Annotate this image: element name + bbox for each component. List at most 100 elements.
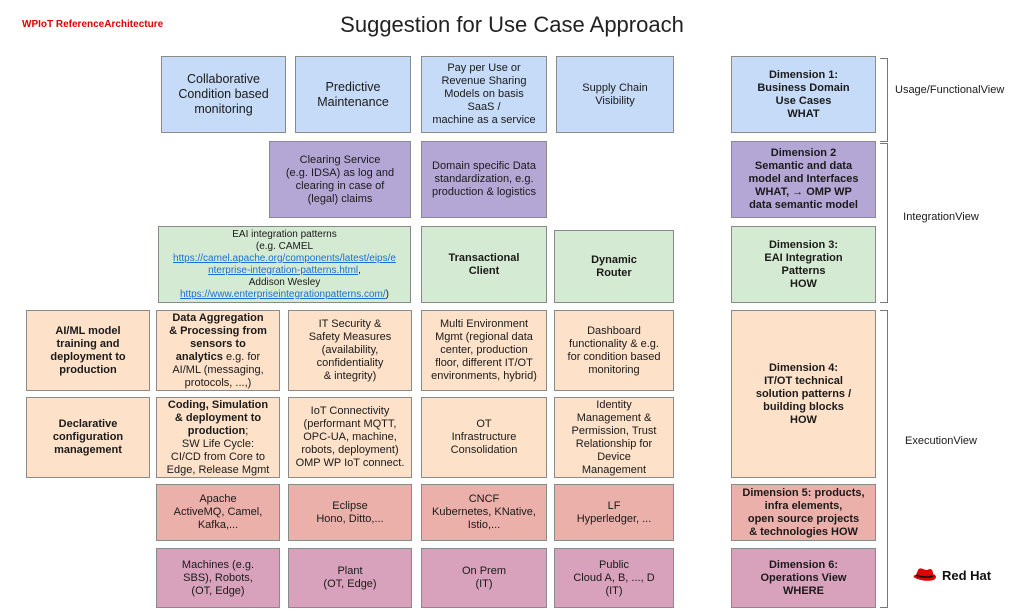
red-hat-icon <box>913 568 937 581</box>
text-line: Condition based <box>178 87 269 101</box>
machines-box: Machines (e.g.SBS), Robots,(OT, Edge) <box>156 548 280 608</box>
text-line: OPC-UA, machine, <box>303 431 397 443</box>
text-line: Infrastructure <box>451 431 517 443</box>
integration-view-label: IntegrationView <box>895 211 987 224</box>
text-line: & integrity) <box>323 370 377 382</box>
text-line: Router <box>596 266 632 279</box>
text-line: Integration <box>903 211 956 223</box>
text-line: AI/ML model <box>55 324 121 337</box>
text-line: Declarative <box>58 418 118 430</box>
text-line: Mgmt (regional data <box>435 331 533 343</box>
text-line: Predictive <box>325 79 381 94</box>
text-line: Client <box>468 264 500 277</box>
aggregation-rest-1: AI/ML (messaging, <box>172 363 264 376</box>
eai-author: Addison Wesley <box>248 276 321 288</box>
camel-link[interactable]: https://camel.apache.org/components/late… <box>173 252 396 264</box>
plant-box: Plant(OT, Edge) <box>288 548 412 608</box>
text-line: IT Security & <box>318 318 382 330</box>
text-line: & deployment to <box>174 411 262 424</box>
text-line: Patterns <box>781 264 826 277</box>
text-line: Consolidation <box>450 444 518 456</box>
text-line: production & logistics <box>432 186 536 198</box>
text-line: Dimension 4: <box>768 361 839 374</box>
text-line: SBS), Robots, <box>183 571 253 584</box>
text-line: Architecture <box>104 19 164 30</box>
text-line: & Processing from <box>169 324 267 337</box>
usage-view-bracket <box>880 58 888 142</box>
text-line: WHAT <box>787 107 820 120</box>
eai-link2-suffix: ) <box>385 288 389 300</box>
text-line: standardization, e.g. <box>434 173 534 185</box>
text-line: & technologies HOW <box>749 525 858 538</box>
text-line: functionality & e.g. <box>569 337 659 350</box>
text-line: Device <box>597 450 631 463</box>
text-line: Transactional <box>448 251 520 264</box>
text-line: Usage/ <box>895 84 930 96</box>
text-line: HOW <box>790 413 817 426</box>
text-line: confidentiality <box>316 357 384 369</box>
text-line: Plant <box>337 565 363 577</box>
text-line: Data Aggregation <box>172 311 264 324</box>
text-line: Public <box>599 558 629 571</box>
text-line: Dynamic <box>591 253 637 266</box>
text-line: OT <box>476 418 492 430</box>
text-line: Multi Environment <box>439 318 529 330</box>
text-line: building blocks <box>763 400 844 413</box>
text-line: WHERE <box>783 584 824 597</box>
text-line: Business Domain <box>757 81 850 94</box>
text-line: configuration <box>52 431 124 443</box>
on-prem-box: On Prem(IT) <box>421 548 547 608</box>
camel-link-cont[interactable]: nterprise-integration-patterns.html <box>208 264 359 276</box>
coding-rest-3: Edge, Release Mgmt <box>166 463 270 476</box>
text-line: (e.g. CAMEL <box>255 240 314 252</box>
text-line: Permission, Trust <box>571 424 657 437</box>
text-line: Dimension 2 <box>770 147 837 159</box>
text-line: Semantic and data <box>754 160 853 172</box>
text-line: Models on basis <box>444 88 524 100</box>
text-line: Management <box>581 463 647 476</box>
text-line: (OT, Edge) <box>191 584 245 597</box>
text-line: Dimension 1: <box>768 68 839 81</box>
text-line: (performant MQTT, <box>303 418 397 430</box>
aggregation-rest-2: protocols, ...,) <box>184 376 252 389</box>
it-security-box: IT Security &Safety Measures(availabilit… <box>288 310 412 391</box>
eai-link1-suffix: , <box>358 264 361 276</box>
text-line: deployment to <box>50 350 126 363</box>
text-line: Coding, Simulation <box>167 398 269 411</box>
execution-view-label: ExecutionView <box>895 435 987 448</box>
aggregation-rest-0: e.g. for <box>222 350 261 363</box>
text-line: training and <box>56 337 120 350</box>
text-line: Supply Chain <box>582 81 648 94</box>
eip-link[interactable]: https://www.enterpriseintegrationpattern… <box>180 288 386 300</box>
text-line: (IT) <box>605 584 623 597</box>
text-line: Kafka,... <box>197 519 239 531</box>
text-line: WHAT, → OMP WP <box>755 186 852 198</box>
text-line: Dimension 5: products, <box>742 486 865 499</box>
text-line: data semantic model <box>749 199 858 211</box>
text-line: open source projects <box>747 512 860 525</box>
text-line: monitoring <box>588 363 640 376</box>
text-line: (availability, <box>321 344 379 356</box>
text-line: production; <box>187 424 249 437</box>
text-line: Maintenance <box>317 94 389 109</box>
text-line: Visibility <box>595 94 635 107</box>
text-line: View <box>955 211 979 223</box>
text-line: environments, hybrid) <box>431 370 537 382</box>
text-line: (e.g. IDSA) as log and <box>285 166 395 179</box>
